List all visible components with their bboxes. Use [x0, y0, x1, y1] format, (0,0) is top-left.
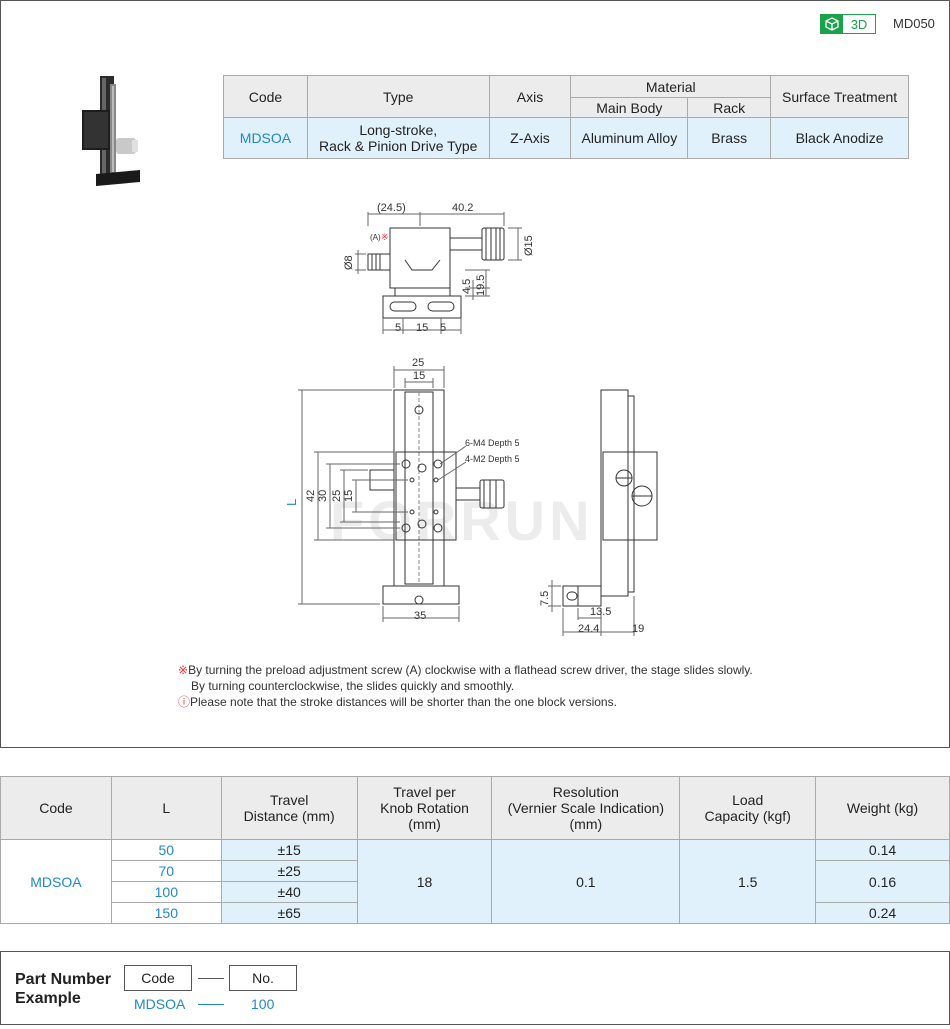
dim-4-5: 4.5	[461, 279, 473, 294]
cell-resolution: 0.1	[491, 839, 681, 924]
cell-weight: 0.16	[815, 860, 950, 903]
top-view	[355, 212, 522, 334]
dim-30: 30	[317, 490, 329, 502]
cell-travel: ±40	[220, 881, 358, 903]
header-weight: Weight (kg)	[815, 776, 950, 840]
note-4-m2: 4-M2 Depth 5	[465, 454, 520, 464]
dim-35: 35	[414, 610, 426, 622]
header-type: Type	[306, 75, 490, 118]
dim-25v: 25	[331, 490, 343, 502]
cell-travel: ±15	[220, 839, 358, 861]
dim-19: 19	[632, 623, 644, 635]
code-box: Code	[124, 965, 192, 991]
cell-weight: 0.14	[815, 839, 950, 861]
header-main-body: Main Body	[570, 97, 689, 118]
cell-load: 1.5	[679, 839, 817, 924]
3d-model-button[interactable]: 3D	[820, 14, 876, 34]
dim-5a: 5	[395, 322, 401, 334]
dim-24-5: (24.5)	[377, 202, 406, 214]
connector-line	[198, 978, 224, 979]
product-code: MD050	[893, 16, 935, 31]
no-box: No.	[229, 965, 297, 991]
front-view	[298, 366, 505, 622]
dim-L: L	[284, 499, 299, 506]
cell-code[interactable]: MDSOA	[223, 117, 308, 159]
dim-phi15: Ø15	[523, 235, 535, 256]
dim-25: 25	[412, 357, 424, 369]
dim-phi8: Ø8	[343, 255, 355, 270]
cell-axis: Z-Axis	[488, 117, 572, 159]
header-code: Code	[223, 75, 308, 118]
note-6-m4: 6-M4 Depth 5	[465, 438, 520, 448]
code-value: MDSOA	[134, 996, 186, 1012]
side-view	[548, 389, 658, 636]
label-a-mark: ※	[381, 232, 389, 242]
dim-42: 42	[305, 490, 317, 502]
header-rack: Rack	[687, 97, 772, 118]
header-code: Code	[0, 776, 112, 840]
header-resolution: Resolution(Vernier Scale Indication)(mm)	[491, 776, 681, 840]
cell-code[interactable]: MDSOA	[0, 839, 112, 924]
cell-surface: Black Anodize	[770, 117, 909, 159]
dim-15v: 15	[343, 490, 355, 502]
dim-24-4: 24.4	[578, 623, 599, 635]
label-a: (A)	[370, 233, 381, 242]
note-1: ※By turning the preload adjustment screw…	[178, 663, 753, 677]
watermark: FORRUN	[330, 489, 594, 552]
cell-L[interactable]: 150	[110, 902, 222, 924]
cell-travel: ±25	[220, 860, 358, 882]
cell-L[interactable]: 70	[110, 860, 222, 882]
dim-15: 15	[416, 322, 428, 334]
dim-15-top: 15	[413, 370, 425, 382]
note-2: By turning counterclockwise, the slides …	[191, 679, 515, 693]
3d-label: 3D	[850, 16, 868, 32]
no-value: 100	[251, 996, 275, 1012]
header-L: L	[110, 776, 222, 840]
dim-40-2: 40.2	[452, 202, 473, 214]
cube-icon	[821, 15, 843, 33]
dim-19-5: 19.5	[475, 275, 487, 296]
cell-L[interactable]: 50	[110, 839, 222, 861]
cell-main-body: Aluminum Alloy	[570, 117, 689, 159]
note-3: ⓘPlease note that the stroke distances w…	[178, 695, 617, 709]
cell-travel: ±65	[220, 902, 358, 924]
cell-L[interactable]: 100	[110, 881, 222, 903]
cell-type: Long-stroke,Rack & Pinion Drive Type	[306, 117, 490, 159]
value-connector-line	[198, 1004, 224, 1005]
notes: ※By turning the preload adjustment screw…	[178, 662, 753, 710]
spec-table: Code Type Axis Material Surface Treatmen…	[223, 75, 909, 159]
technical-drawing: FORRUN (24.5) 40.2 Ø8 Ø15 4.5 19.5 5 15 …	[284, 202, 658, 636]
header-material: Material	[570, 75, 772, 98]
dim-13-5: 13.5	[590, 606, 611, 618]
dim-7-5: 7.5	[539, 591, 551, 606]
cell-knob: 18	[356, 839, 493, 924]
cell-weight: 0.24	[815, 902, 950, 924]
product-photo	[82, 76, 140, 186]
dim-5b: 5	[440, 322, 446, 334]
